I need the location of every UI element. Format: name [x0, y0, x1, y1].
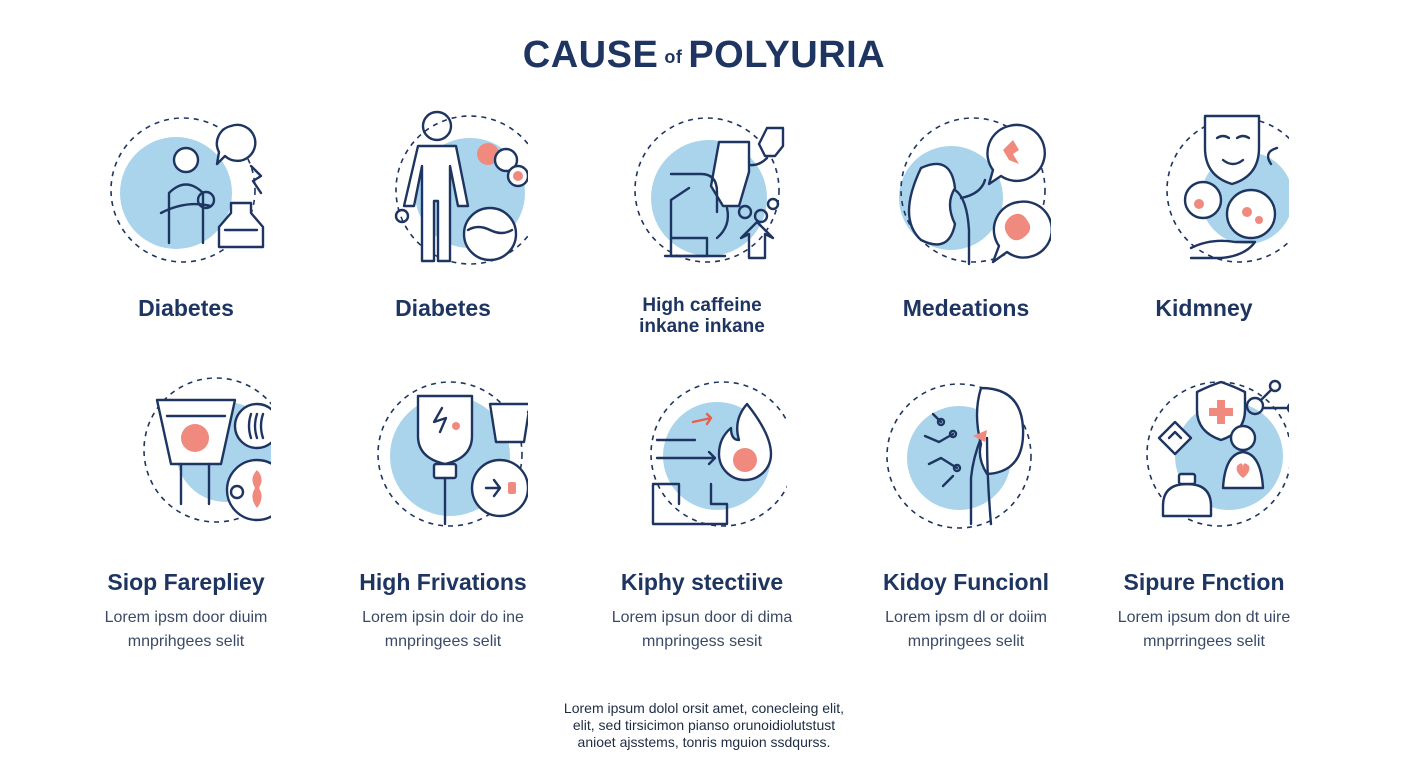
cause-label: Diabetes: [138, 295, 234, 321]
cause-label: Medeations: [902, 295, 1030, 321]
footer-line: anioet ajsstems, tonris mguion ssdqurss.: [577, 734, 831, 750]
cause-card-3: High caffeine inkane inkane: [582, 108, 822, 338]
person-with-jar-icon: [110, 117, 265, 263]
cause-desc-line: Lorem ipsm dl or doiim: [885, 609, 1047, 627]
cause-card-5: Kidmney: [1084, 108, 1324, 320]
cause-desc-line: Lorem ipsun door di dima: [611, 609, 793, 627]
title-connector: of: [664, 47, 683, 67]
cause-desc-line: mnpringess sesit: [641, 633, 763, 651]
coffee-pour-icon: [634, 117, 785, 263]
cause-label: Kiphy stectiive: [620, 569, 784, 595]
cause-description: Lorem ipsin doir do ine mnpringees selit: [323, 606, 563, 654]
footer-text: Lorem ipsum dolol orsit amet, conecleing…: [0, 700, 1408, 751]
cause-desc-line: mnpringees selit: [907, 633, 1025, 651]
cause-label: Sipure Fnction: [1123, 569, 1285, 595]
cause-description: Lorem ipsum don dt uire mnprringees seli…: [1084, 606, 1324, 654]
cause-label: Kidoy Funcionl: [882, 569, 1050, 595]
shield-person-icon: [1146, 379, 1289, 527]
cause-card-2: Diabetes: [323, 108, 563, 320]
cause-card-8: Kiphy stectiive Lorem ipsun door di dima…: [582, 374, 822, 654]
cause-desc-line: mnprringees selit: [1143, 633, 1265, 651]
cause-desc-line: Lorem ipsin doir do ine: [362, 609, 524, 627]
footer-line: elit, sed tirsicimon pianso orunoidiolut…: [572, 717, 836, 733]
cause-desc-line: Lorem ipsm door diuim: [104, 609, 268, 627]
cup-organ-icon: [143, 377, 271, 523]
cause-label: High caffeine inkane inkane: [639, 295, 765, 337]
footer-line: Lorem ipsum dolol orsit amet, conecleing…: [563, 700, 845, 716]
cause-card-6: Siop Farepliey Lorem ipsm door diuim mnp…: [66, 374, 306, 654]
cause-card-4: Medeations: [846, 108, 1086, 320]
cause-label: Kidmney: [1155, 295, 1253, 321]
cause-desc-line: Lorem ipsum don dt uire: [1117, 609, 1291, 627]
title-rest: POLYURIA: [688, 34, 886, 76]
flame-drop-icon: [650, 381, 787, 527]
body-outline-icon: [394, 110, 528, 265]
funnel-cup-icon: [377, 381, 528, 527]
cause-card-7: High Frivations Lorem ipsin doir do ine …: [323, 374, 563, 654]
cause-card-1: Diabetes: [66, 108, 306, 320]
mask-cells-icon: [1166, 114, 1289, 263]
kidney-pills-icon: [899, 117, 1051, 266]
cause-card-9: Kidoy Funcionl Lorem ipsm dl or doiim mn…: [846, 374, 1086, 654]
cause-label: High Frivations: [359, 569, 527, 595]
cause-label: Diabetes: [395, 295, 491, 321]
cause-desc-line: mnpringees selit: [384, 633, 502, 651]
kidney-network-icon: [886, 383, 1032, 529]
cause-label: Siop Farepliey: [107, 569, 265, 595]
cause-description: Lorem ipsm dl or doiim mnpringees selit: [846, 606, 1086, 654]
cause-description: Lorem ipsun door di dima mnpringess sesi…: [582, 606, 822, 654]
cause-description: Lorem ipsm door diuim mnprihgees selit: [66, 606, 306, 654]
cause-desc-line: mnprihgees selit: [127, 633, 245, 651]
cause-card-10: Sipure Fnction Lorem ipsum don dt uire m…: [1084, 374, 1324, 654]
title-main: CAUSE: [522, 34, 659, 76]
